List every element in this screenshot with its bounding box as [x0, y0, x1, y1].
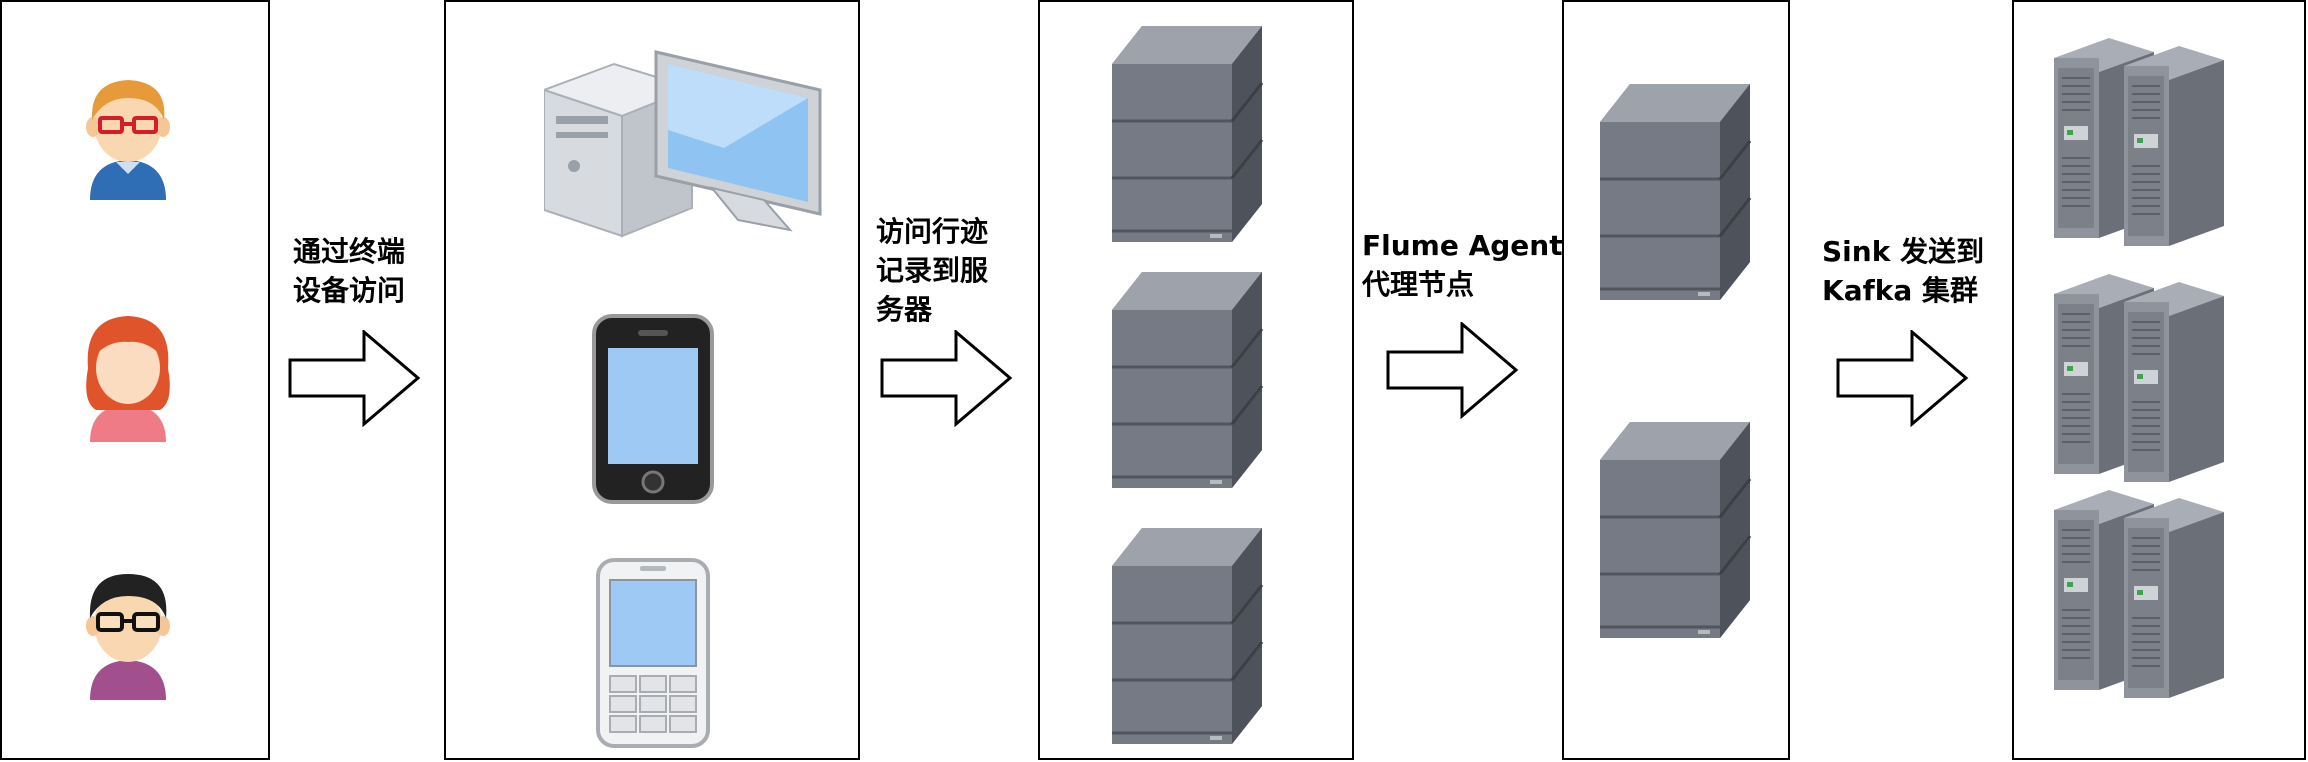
right-arrow-icon [288, 330, 420, 426]
tower-server-pair-icon [2054, 274, 2225, 483]
servers-panel [1038, 0, 1354, 760]
desktop-computer-icon [544, 50, 822, 238]
server-icon [1600, 84, 1752, 302]
smartphone-icon [592, 314, 714, 504]
step-label-record-to-server: 访问行迹 记录到服 务器 [876, 215, 989, 326]
user-glasses-orange-hair-icon [86, 80, 170, 200]
server-icon [1600, 422, 1752, 640]
tower-server-pair-icon [2054, 38, 2225, 247]
server-icon [1112, 26, 1264, 244]
flume-agents-panel [1562, 0, 1790, 760]
user-black-hair-glasses-icon [86, 574, 170, 700]
feature-phone-icon [596, 558, 710, 748]
server-icon [1112, 272, 1264, 490]
step-label-sink-to-kafka: Sink 发送到 Kafka 集群 [1822, 235, 1985, 307]
kafka-cluster-panel [2012, 0, 2306, 760]
step-label-terminal-access: 通过终端 设备访问 [293, 235, 406, 307]
devices-panel [444, 0, 860, 760]
right-arrow-icon [1836, 330, 1968, 426]
server-icon [1112, 528, 1264, 746]
users-panel [0, 0, 270, 760]
step-label-flume-agent: Flume Agent 代理节点 [1362, 229, 1563, 301]
tower-server-pair-icon [2054, 490, 2225, 699]
right-arrow-icon [1386, 322, 1518, 418]
user-red-hair-icon [86, 316, 170, 442]
right-arrow-icon [880, 330, 1012, 426]
